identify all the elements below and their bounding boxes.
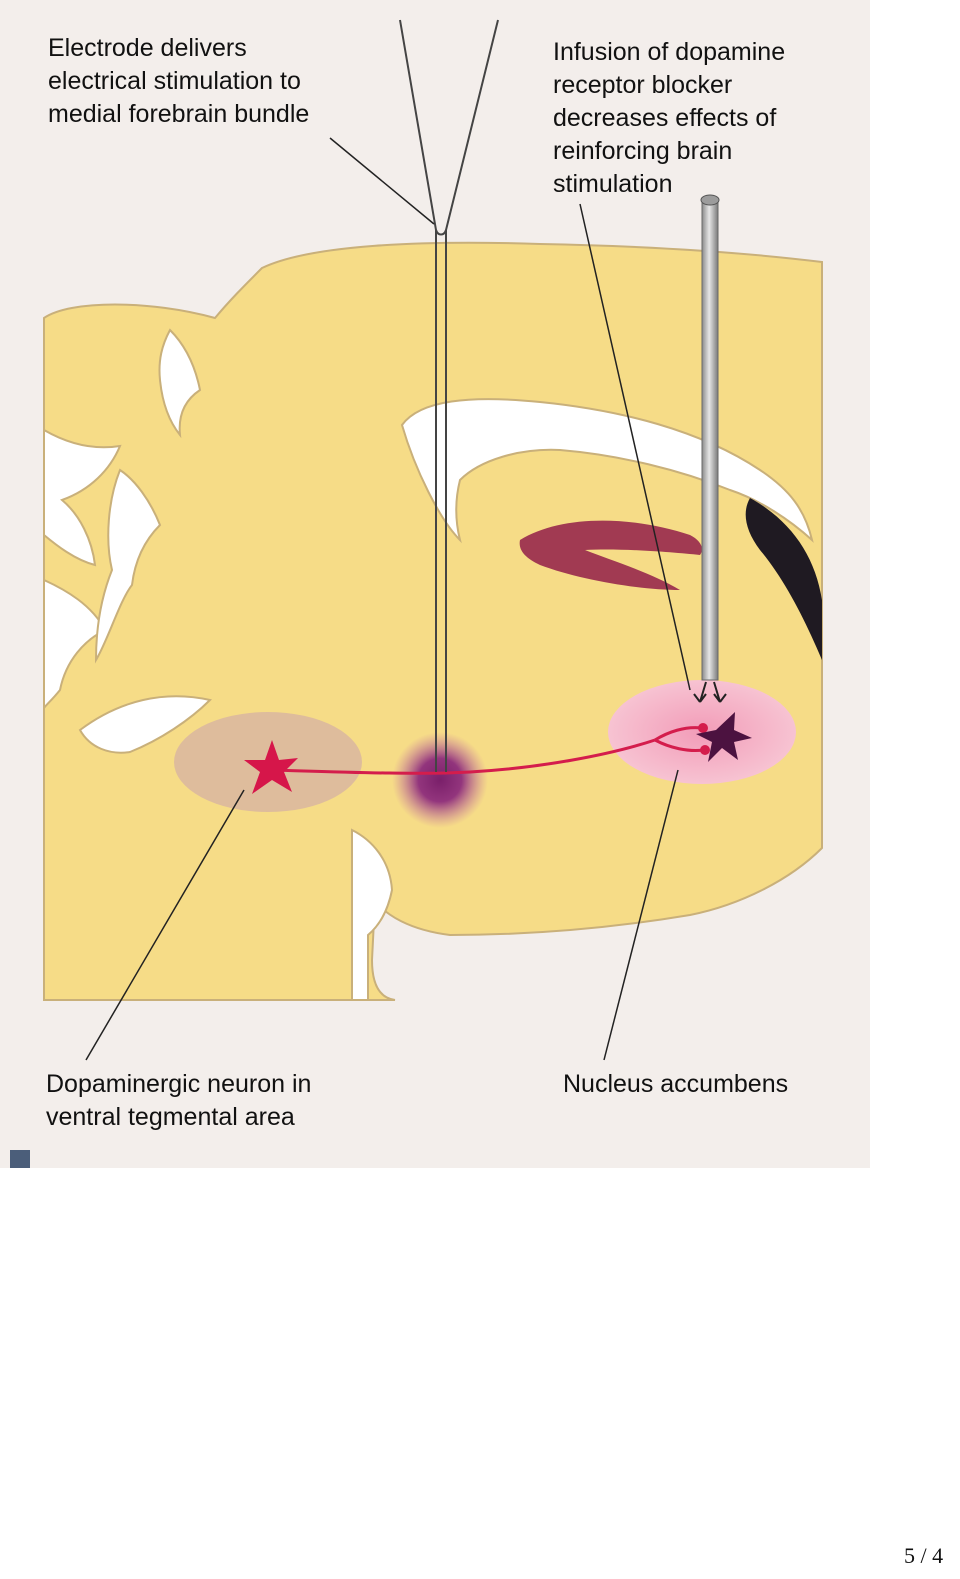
stimulation-site [392,732,488,828]
infusion-arrows [693,681,727,703]
cerebellum-folia [43,328,212,754]
nucleus-accumbens-neuron [696,712,752,762]
receptor-blocker-label-line: reinforcing brain [553,137,733,165]
receptor-blocker-label-line: receptor blocker [553,71,733,99]
scan-edge-mark [10,1150,30,1168]
page-number: 5 / 4 [904,1543,944,1568]
electrode-label-line: Electrode delivers [48,34,247,62]
axon-terminal [700,745,710,755]
vta-label: Dopaminergic neuron in ventral tegmental… [46,1068,311,1134]
nucleus-accumbens-label-line: Nucleus accumbens [563,1070,789,1098]
electrode-label-line: electrical stimulation to [48,67,301,95]
electrode-label: Electrode delivers electrical stimulatio… [48,32,309,131]
vta-label-line: Dopaminergic neuron in [46,1070,312,1098]
dopaminergic-axon [271,738,656,775]
vta-label-line: ventral tegmental area [46,1103,295,1131]
axon-terminal [698,723,708,733]
receptor-blocker-label-line: stimulation [553,170,673,198]
leader-lines [85,137,691,1061]
ventricle [745,498,822,660]
electrode [399,19,499,772]
receptor-blocker-label-line: Infusion of dopamine [553,38,786,66]
nucleus-accumbens-label: Nucleus accumbens [563,1068,788,1101]
cannula-top [700,194,720,206]
corpus-callosum [400,398,814,544]
vta-neuron [244,740,298,794]
axon-terminal-branches [654,726,705,752]
cannula [701,199,719,681]
pons-cleft [351,828,394,1001]
receptor-blocker-label: Infusion of dopamine receptor blocker de… [553,36,785,201]
receptor-blocker-label-line: decreases effects of [553,104,777,132]
brain-sagittal-diagram [10,19,823,1168]
hippocampus [519,520,702,590]
electrode-label-line: medial forebrain bundle [48,100,310,128]
